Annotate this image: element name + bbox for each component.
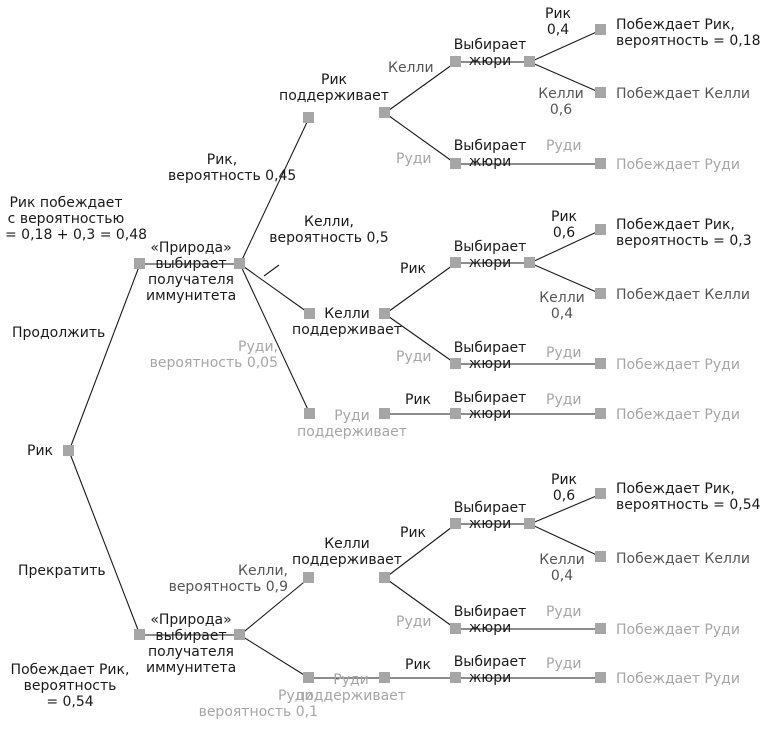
outcome-rudy-wins: Побеждает Руди [616, 157, 740, 173]
continue-label: Продолжить [12, 325, 106, 341]
rick-supports-split-node [379, 107, 390, 118]
outcome-node [595, 158, 606, 169]
nature-node-top [234, 258, 245, 269]
rick-supports-node [303, 112, 314, 123]
outcome-rudy-wins: Побеждает Руди [616, 357, 740, 373]
outcome-kelly-wins: Побеждает Келли [616, 86, 750, 102]
outcome-rudy-wins: Побеждает Руди [616, 622, 740, 638]
jury-node [450, 408, 461, 419]
branch-rudy-probability: Руди,вероятность 0,05 [149, 339, 278, 371]
jury-rudy-label: Руди [546, 392, 582, 408]
outcome-node [595, 623, 606, 634]
outcome-node [595, 87, 606, 98]
kelly-supports-split-node [379, 308, 390, 319]
edge-rudy-label: Руди [396, 349, 432, 365]
branch-kelly-probability: Келли,вероятность 0,9 [168, 563, 288, 595]
jury-rudy-label: Руди [546, 604, 582, 620]
edge-rick-label: Рик [400, 525, 426, 541]
edge-rudy-label: Руди [396, 151, 432, 167]
branch-rick-probability: Рик,вероятность 0,45 [168, 152, 297, 184]
kelly-supports-node [303, 572, 314, 583]
outcome-node [595, 672, 606, 683]
root-node [63, 445, 74, 456]
rudy-supports-node [303, 672, 314, 683]
outcome-rudy-wins: Побеждает Руди [616, 407, 740, 423]
edge-rick-label: Рик [405, 392, 431, 408]
outcome-node [595, 224, 606, 235]
branch-kelly-probability: Келли,вероятность 0,5 [269, 214, 389, 246]
jury-node [450, 672, 461, 683]
stop-label: Прекратить [18, 563, 106, 579]
kelly-supports-node [304, 308, 315, 319]
rudy-supports-split-node [379, 672, 390, 683]
outcome-node [595, 551, 606, 562]
outcome-rick-wins: Побеждает Рик,вероятность = 0,18 [616, 17, 761, 49]
branch-rudy-probability: Руди,вероятность 0,1 [198, 688, 318, 720]
jury-node [450, 623, 461, 634]
rudy-supports-split-node [379, 408, 390, 419]
jury-split-node [524, 518, 535, 529]
jury-node [450, 56, 461, 67]
continue-node [134, 258, 145, 269]
outcome-rudy-wins: Побеждает Руди [616, 671, 740, 687]
outcome-node [595, 24, 606, 35]
jury-rudy-label: Руди [546, 345, 582, 361]
edge-rick-label: Рик [405, 657, 431, 673]
jury-node [450, 358, 461, 369]
outcome-node [595, 488, 606, 499]
outcome-rick-wins: Побеждает Рик,вероятность = 0,54 [616, 481, 761, 513]
edge-rudy-label: Руди [396, 614, 432, 630]
outcome-node [595, 288, 606, 299]
jury-rudy-label: Руди [546, 656, 582, 672]
outcome-rick-wins: Побеждает Рик,вероятность = 0,3 [616, 217, 752, 249]
stop-outcome-note: Побеждает Рик,вероятность= 0,54 [10, 662, 130, 710]
stop-node [134, 629, 145, 640]
outcome-node [595, 408, 606, 419]
jury-node [450, 518, 461, 529]
outcome-kelly-wins: Побеждает Келли [616, 287, 750, 303]
root-label: Рик [27, 443, 53, 459]
jury-node [450, 158, 461, 169]
nature-node-bottom [234, 629, 245, 640]
outcome-kelly-wins: Побеждает Келли [616, 551, 750, 567]
jury-node [450, 257, 461, 268]
rudy-supports-node [304, 408, 315, 419]
kelly-supports-split-node [379, 572, 390, 583]
outcome-node [595, 358, 606, 369]
edge-kelly-label: Келли [388, 60, 434, 76]
jury-rudy-label: Руди [546, 138, 582, 154]
jury-split-node [524, 56, 535, 67]
edge-rick-label: Рик [400, 261, 426, 277]
jury-split-node [524, 257, 535, 268]
